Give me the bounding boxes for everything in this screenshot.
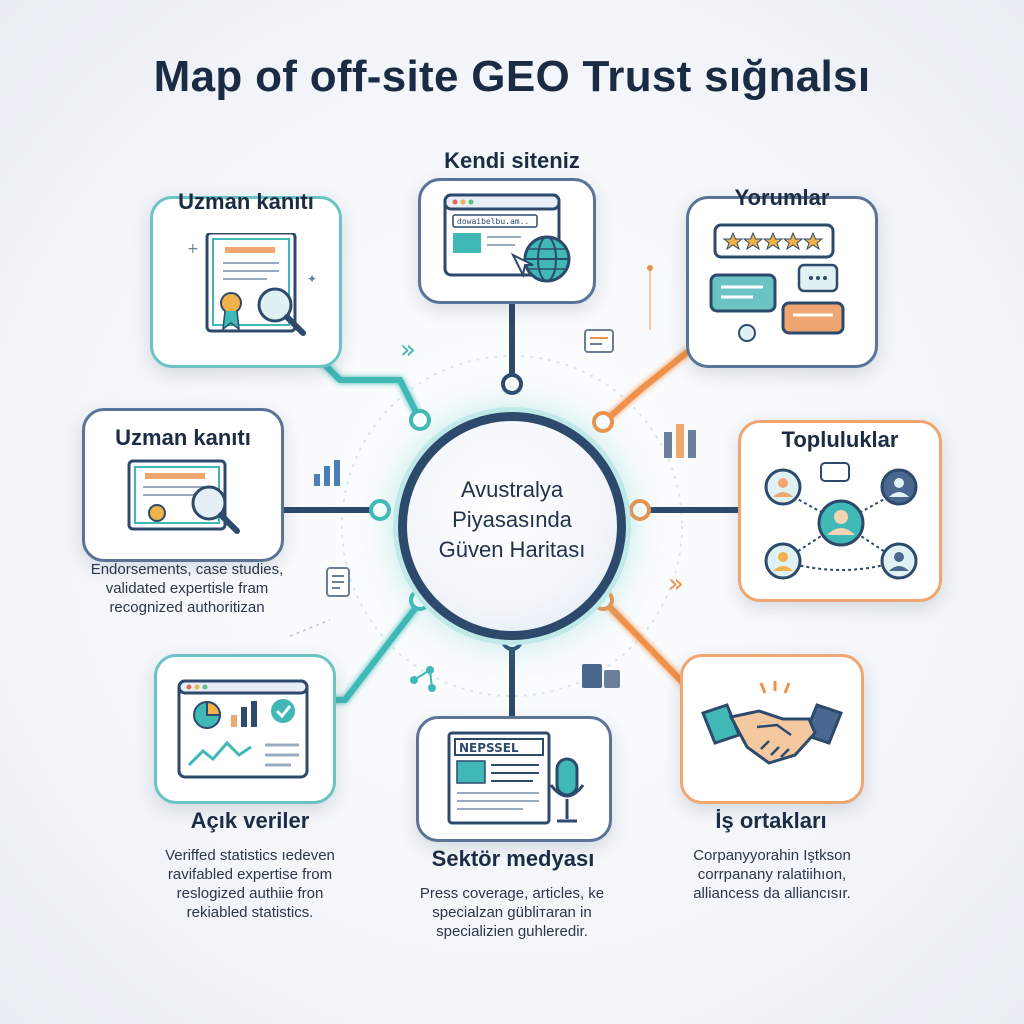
node-label-kendi-siteniz: Kendi siteniz	[444, 148, 580, 173]
hub-line-3: Güven Haritası	[438, 537, 586, 562]
central-hub: Avustralya Piyasasında Güven Haritası	[398, 412, 626, 640]
molecule-icon	[410, 666, 436, 692]
node-label-acik-veriler: Açık veriler	[190, 808, 310, 833]
newspaper-masthead: NEPSSEL	[459, 741, 519, 755]
handshake-icon	[701, 681, 843, 765]
link-is-ortaklari	[600, 597, 693, 693]
node-desc-sektor-medyasi: Press coverage, articles, ke specialzan …	[419, 885, 605, 940]
node-card-kendi-siteniz[interactable]: dowaibelbu.am..	[418, 178, 596, 304]
node-desc-acik-veriler: Veriffed statistics ıedeven ravifabled e…	[165, 847, 335, 921]
svg-text:✦: ✦	[307, 272, 317, 286]
svg-text:»: »	[400, 335, 416, 365]
node-card-sektor-medyasi[interactable]: NEPSSEL	[416, 716, 612, 842]
node-desc-uzman-left: Endorsements, case studies, validated ex…	[90, 561, 284, 616]
chat-bubbles-icon	[709, 263, 845, 342]
node-label-is-ortaklari: İş ortakları	[715, 808, 827, 833]
node-card-uzman-top[interactable]: Uzman kanıtı + ✦	[150, 189, 342, 368]
hub-line-2: Piyasasında	[452, 507, 572, 532]
newspaper-mic-icon: NEPSSEL	[447, 731, 585, 825]
certificate-icon: + ✦	[187, 233, 317, 336]
node-label-uzman-top: Uzman kanıtı	[178, 189, 314, 214]
people-network-icon	[764, 462, 918, 580]
page-title: Map of off-site GEO Trust sığnalsı	[153, 52, 871, 101]
svg-text:»: »	[668, 569, 684, 599]
star-review-icon	[709, 223, 845, 342]
chat-doc-icon	[584, 329, 614, 353]
building-chart-icon	[664, 424, 696, 458]
node-card-acik-veriler[interactable]	[154, 654, 336, 804]
news-icon	[582, 664, 620, 688]
svg-text:+: +	[187, 241, 199, 257]
dashboard-chart-icon	[177, 679, 309, 779]
browser-globe-icon: dowaibelbu.am..	[443, 193, 571, 283]
node-card-yorumlar[interactable]: Yorumlar	[686, 185, 878, 368]
node-desc-is-ortaklari: Corpanyyorahin Iştkson corrpanany ralati…	[693, 847, 851, 902]
hub-line-1: Avustralya	[460, 477, 564, 502]
node-card-uzman-left[interactable]: Uzman kanıtı	[82, 408, 284, 562]
node-label-uzman-left: Uzman kanıtı	[115, 425, 251, 450]
node-card-topluluklar[interactable]: Topluluklar	[738, 420, 942, 602]
bar-chart-icon	[314, 460, 340, 486]
node-label-yorumlar: Yorumlar	[734, 185, 830, 210]
link-yorumlar	[602, 347, 692, 425]
document-icon	[326, 567, 350, 597]
certificate-magnifier-icon	[127, 459, 240, 534]
node-card-is-ortaklari[interactable]	[680, 654, 864, 804]
browser-url-text: dowaibelbu.am..	[457, 217, 529, 226]
node-label-topluluklar: Topluluklar	[781, 427, 899, 452]
node-label-sektor-medyasi: Sektör medyası	[431, 846, 595, 871]
